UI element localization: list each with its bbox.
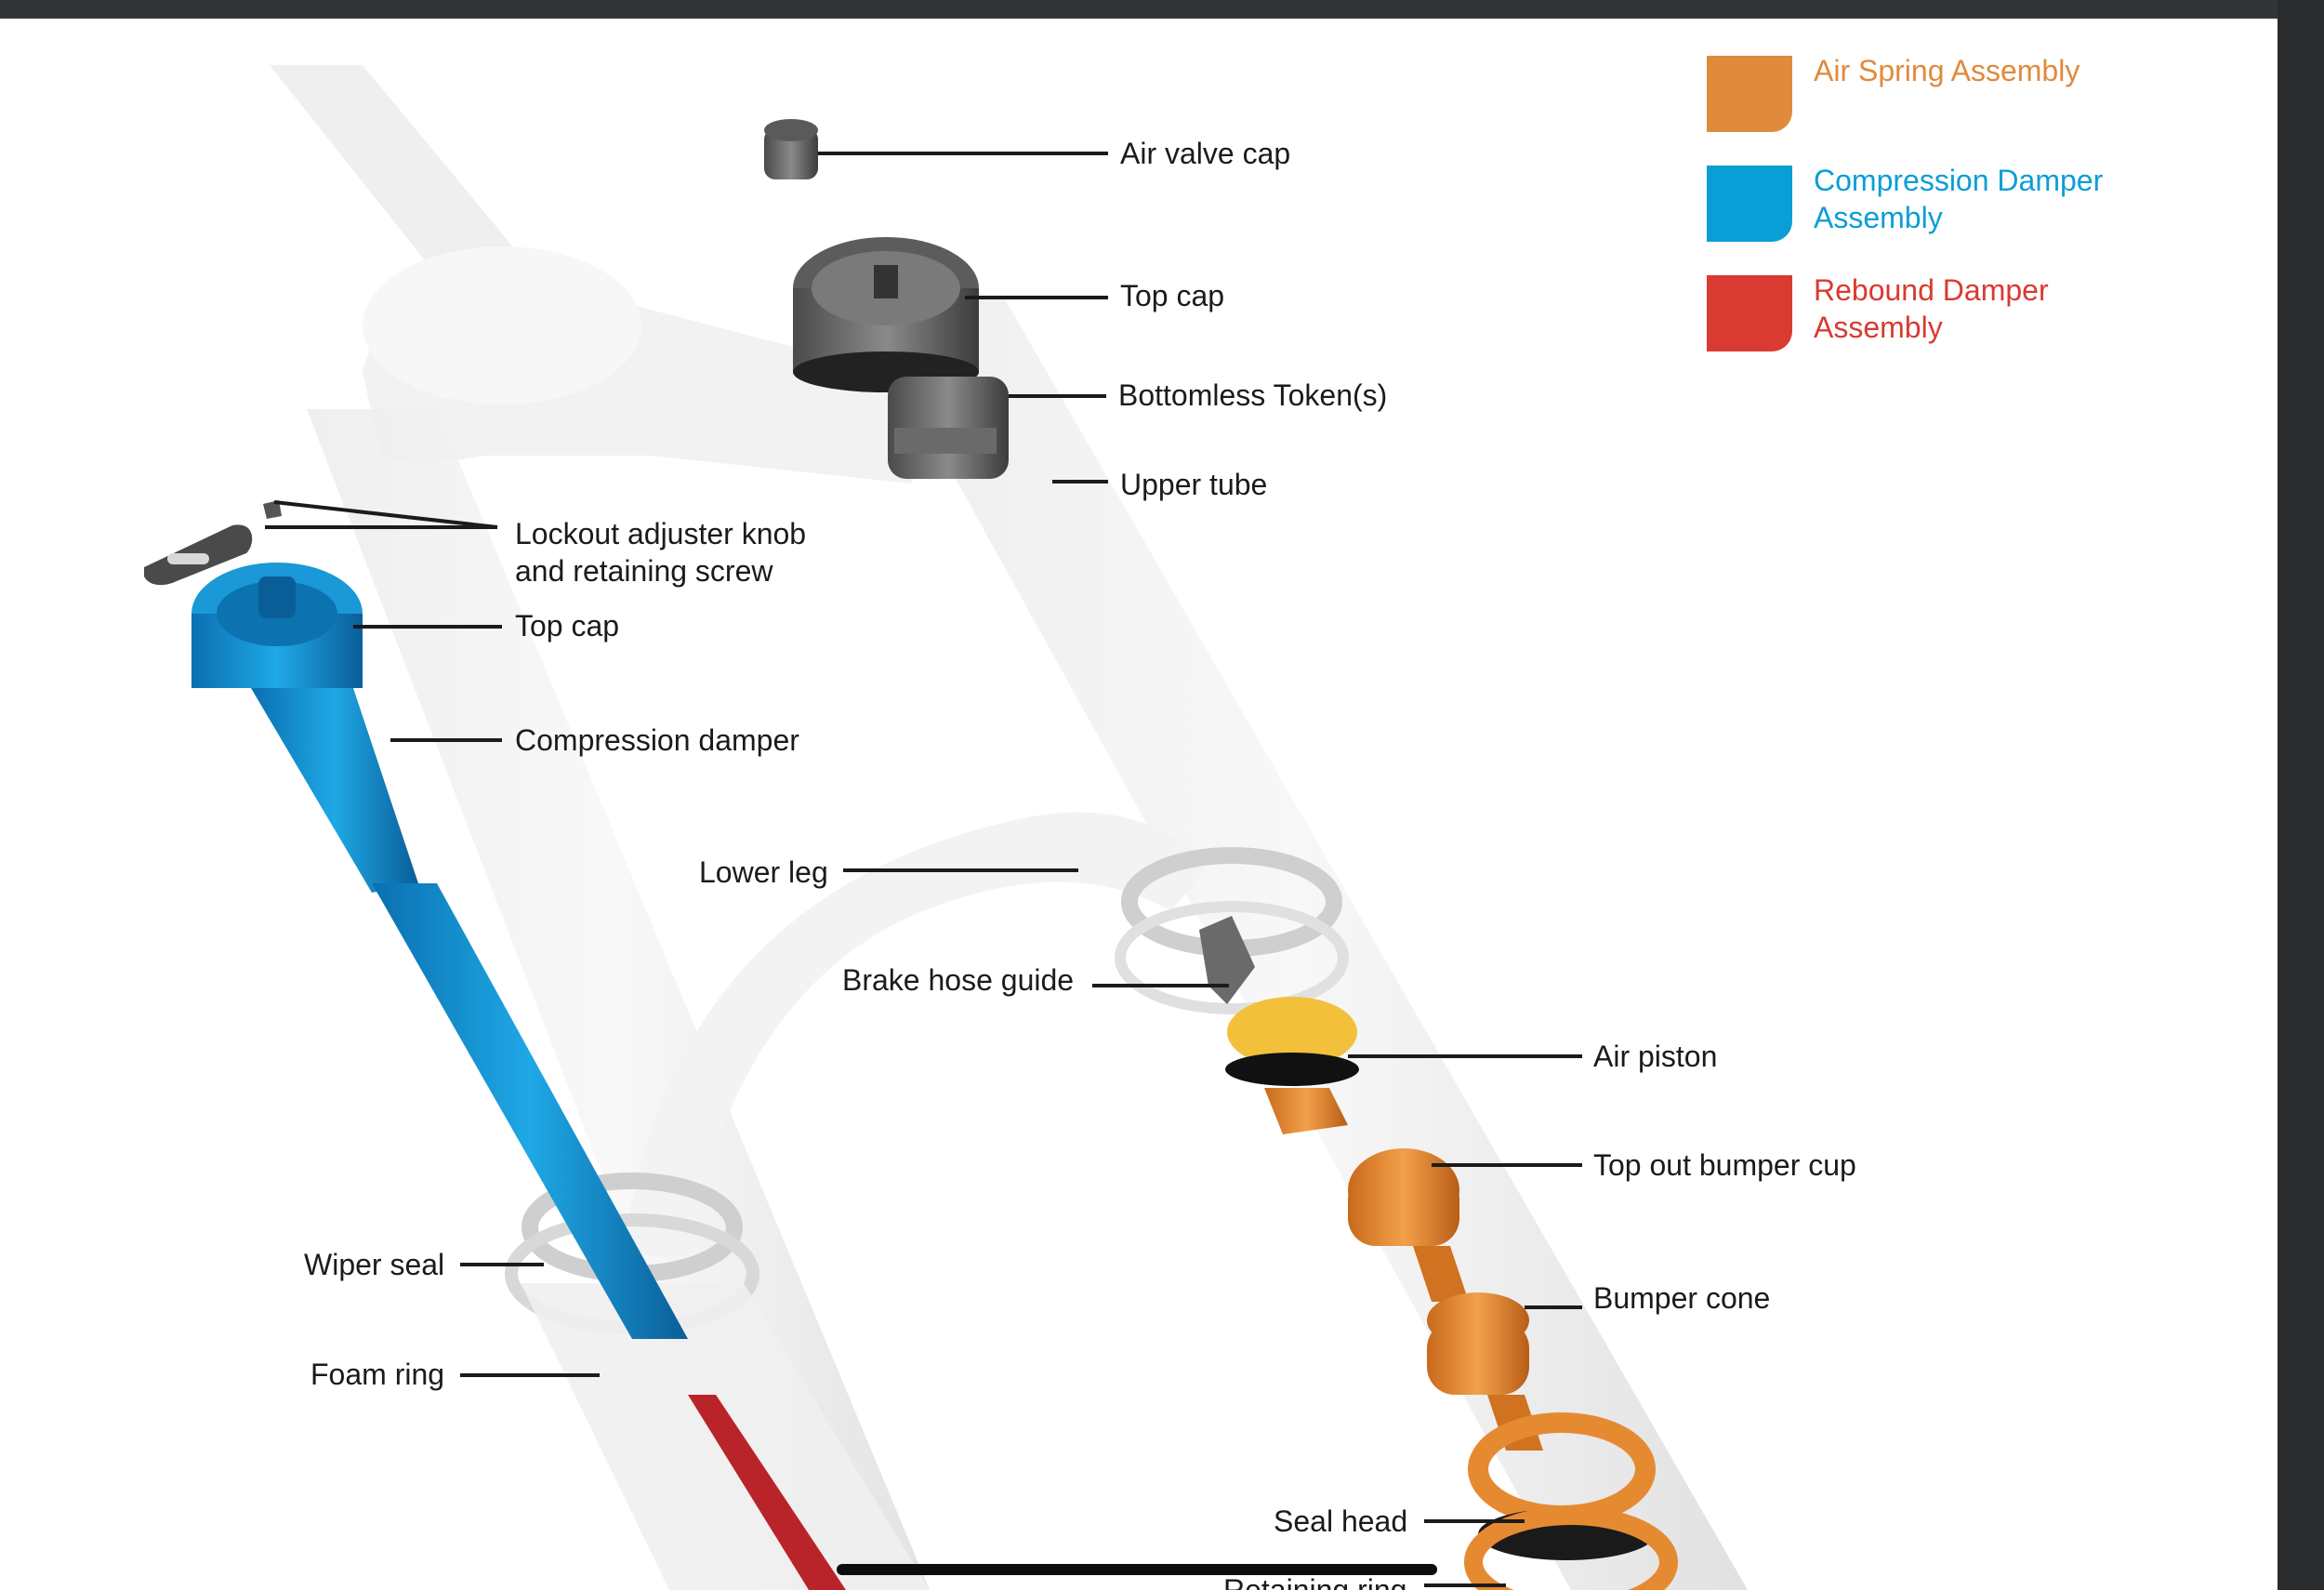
air-valve-cap-part: [764, 119, 818, 179]
label-top-cap-right: Top cap: [1120, 279, 1225, 312]
window-right-edge: [2278, 0, 2324, 1590]
legend-swatch-compression: [1707, 166, 1792, 242]
lockout-knob-part: [144, 500, 282, 586]
label-air-piston: Air piston: [1593, 1040, 1718, 1073]
label-foam-ring: Foam ring: [310, 1358, 445, 1391]
air-spring-part: [1225, 997, 1678, 1590]
label-retaining-ring: Retaining ring: [1223, 1573, 1407, 1590]
legend-swatch-air-spring: [1707, 56, 1792, 132]
brake-hose-guide-part: [1199, 916, 1255, 1004]
label-lockout-line1: Lockout adjuster knob: [515, 517, 807, 550]
label-lockout-line2: and retaining screw: [515, 554, 773, 588]
label-top-out-bumper-cup: Top out bumper cup: [1593, 1148, 1856, 1182]
home-indicator-bar[interactable]: [837, 1564, 1437, 1575]
label-lower-leg: Lower leg: [699, 855, 828, 889]
crown-and-steerer: [270, 65, 930, 484]
legend-label-rebound-line2: Assembly: [1814, 311, 1943, 344]
fork-illustration: [144, 65, 1748, 1590]
label-top-cap-left: Top cap: [515, 609, 620, 643]
legend-label-rebound-line1: Rebound Damper: [1814, 273, 2049, 307]
top-cap-right-part: [793, 237, 1009, 479]
label-bumper-cone: Bumper cone: [1593, 1281, 1771, 1315]
fork-exploded-diagram: Air valve cap Top cap Bottomless Token(s…: [0, 19, 2278, 1590]
label-compression-damper: Compression damper: [515, 723, 799, 757]
label-brake-hose-guide: Brake hose guide: [842, 963, 1075, 997]
lower-leg-arch: [623, 812, 1208, 1255]
window-top-bar: [0, 0, 2324, 19]
legend-swatch-rebound: [1707, 275, 1792, 351]
label-bottomless-tokens: Bottomless Token(s): [1118, 378, 1388, 412]
label-wiper-seal: Wiper seal: [304, 1248, 445, 1281]
label-air-valve-cap: Air valve cap: [1120, 137, 1291, 170]
upper-tube-left: [307, 409, 930, 1590]
compression-damper-part: [191, 563, 688, 1339]
legend-label-compression-line2: Assembly: [1814, 201, 1943, 234]
label-upper-tube: Upper tube: [1120, 468, 1268, 501]
leader-lines: [265, 152, 1582, 1587]
label-seal-head: Seal head: [1274, 1504, 1408, 1538]
legend-label-air-spring: Air Spring Assembly: [1814, 54, 2080, 87]
legend-label-compression-line1: Compression Damper: [1814, 164, 2104, 197]
rebound-damper-part: [688, 1395, 846, 1590]
lower-leg-left: [505, 1173, 930, 1590]
